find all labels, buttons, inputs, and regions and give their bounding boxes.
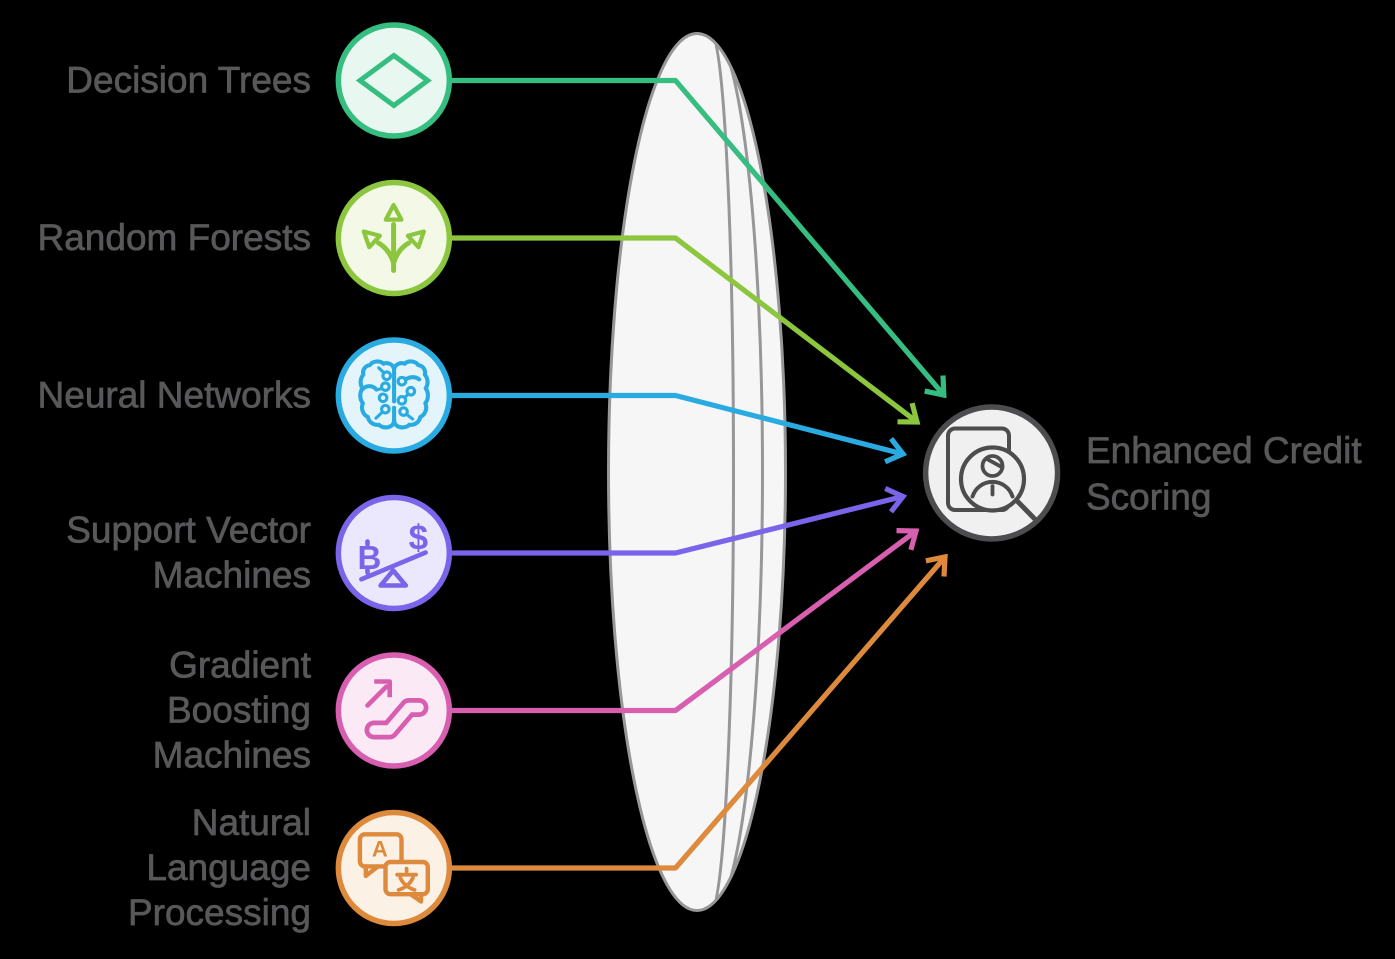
- svg-text:Language: Language: [146, 847, 311, 888]
- svg-text:Decision Trees: Decision Trees: [66, 60, 311, 101]
- svg-text:Random Forests: Random Forests: [38, 217, 312, 258]
- svg-text:Gradient: Gradient: [169, 645, 312, 686]
- svg-text:A: A: [372, 837, 388, 862]
- svg-text:B: B: [357, 539, 381, 576]
- svg-text:$: $: [409, 519, 428, 558]
- svg-text:Scoring: Scoring: [1086, 477, 1211, 518]
- svg-text:Machines: Machines: [153, 555, 311, 596]
- svg-text:Natural: Natural: [192, 802, 311, 843]
- svg-text:Neural Networks: Neural Networks: [38, 375, 311, 416]
- svg-text:Enhanced Credit: Enhanced Credit: [1086, 430, 1362, 471]
- svg-text:Boosting: Boosting: [167, 690, 311, 731]
- svg-text:Machines: Machines: [153, 735, 311, 776]
- svg-text:Support Vector: Support Vector: [66, 510, 311, 551]
- svg-text:Processing: Processing: [128, 892, 311, 933]
